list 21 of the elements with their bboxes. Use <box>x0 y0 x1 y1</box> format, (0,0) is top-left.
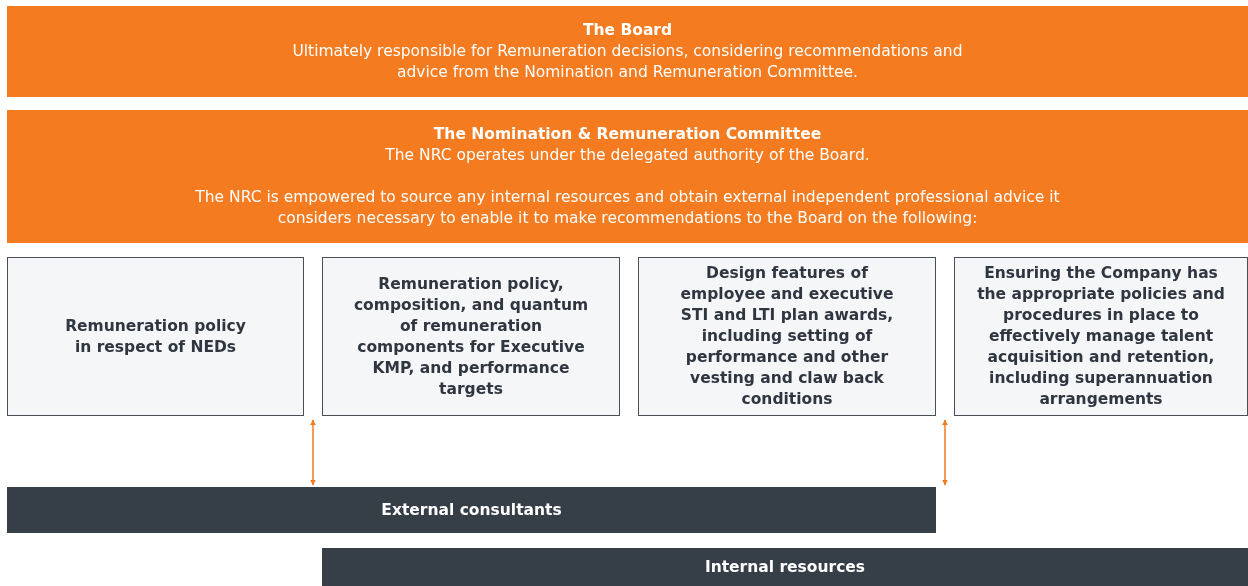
box-text: Remuneration policy in respect of NEDs <box>64 315 247 358</box>
topic-box <box>322 257 620 416</box>
topic-box <box>7 257 304 416</box>
header-panel <box>7 6 1248 97</box>
bar-label: Internal resources <box>704 558 866 576</box>
panel-text: The NRC is empowered to source any internal resources and obtain external independent professional advice it considers necessary to enable it to make recommendations to the Board on the following: <box>194 187 1061 229</box>
header-panel <box>7 110 1248 243</box>
panel-heading: The Board <box>582 20 673 41</box>
panel-text: The NRC operates under the delegated authority of the Board. <box>385 145 870 166</box>
box-text: Remuneration policy, composition, and quantum of remuneration components for Executive KMP, and performance targets <box>352 273 590 400</box>
resource-bar <box>322 548 1248 586</box>
panel-text: Ultimately responsible for Remuneration decisions, considering recommendations and advice from the Nomination and Remuneration Committee. <box>291 41 964 83</box>
bar-label: External consultants <box>381 501 562 519</box>
double-arrow <box>942 419 948 486</box>
panel-heading: The Nomination & Remuneration Committee <box>433 124 822 145</box>
box-text: Design features of employee and executive STI and LTI plan awards, including setting of performance and other vesting and claw back conditions <box>679 263 895 410</box>
topic-box <box>954 257 1248 416</box>
double-arrow <box>310 419 316 486</box>
box-text: Ensuring the Company has the appropriate policies and procedures in place to effectively manage talent acquisition and retention, including superannuation arrangements <box>976 263 1226 410</box>
resource-bar <box>7 487 936 533</box>
topic-box <box>638 257 936 416</box>
